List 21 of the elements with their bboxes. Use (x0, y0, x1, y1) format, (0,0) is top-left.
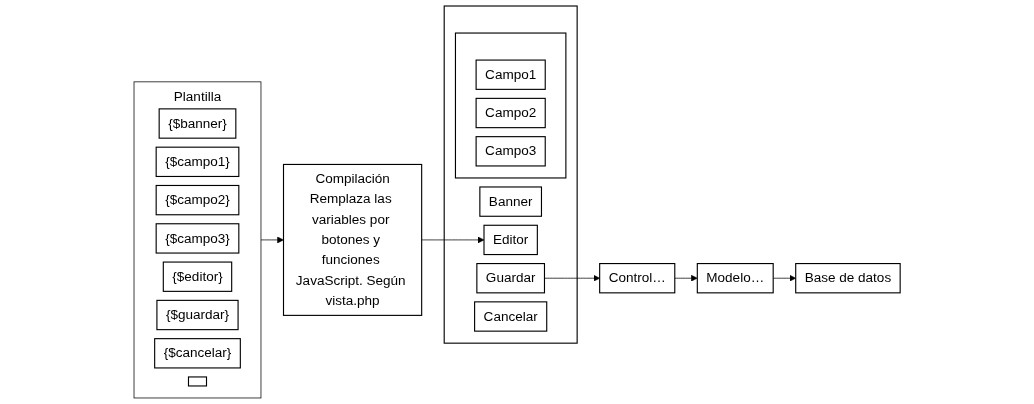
node-box: Modelo… (696, 263, 774, 294)
node-box (187, 376, 207, 387)
node-box: {$banner} (158, 108, 237, 139)
node-box: Banner (479, 186, 542, 217)
node-box: {$guardar} (156, 299, 239, 331)
node-box: Base de datos (795, 263, 901, 294)
node-box: Campo3 (475, 136, 546, 167)
node-box: Compilación Remplaza las variables por botones y funciones JavaScript. Según vista.php (282, 163, 423, 316)
node-box: {$campo3} (155, 223, 240, 254)
node-box: {$editor} (162, 261, 233, 292)
node-box: {$campo1} (155, 146, 240, 178)
node-box: Campo1 (475, 59, 546, 90)
cluster (454, 32, 567, 179)
node-box: Campo2 (475, 97, 546, 129)
node-box: Editor (483, 224, 538, 256)
cluster (443, 5, 578, 344)
node-box: Cancelar (473, 301, 548, 332)
node-box: Control… (599, 263, 676, 294)
node-box: {$cancelar} (154, 338, 241, 369)
node-box: Guardar (476, 263, 545, 294)
node-box: {$campo2} (155, 184, 240, 216)
